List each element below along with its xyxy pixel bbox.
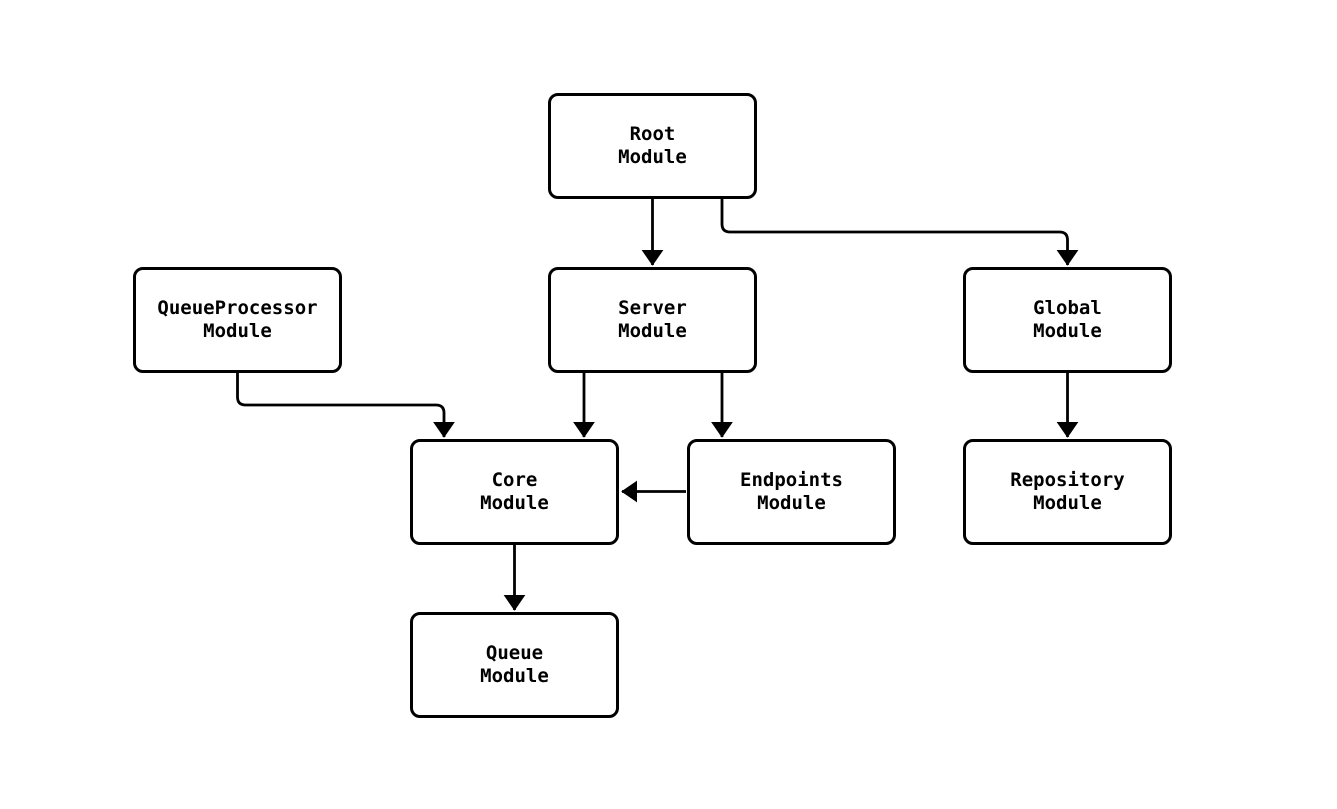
node-global-module: Global Module: [963, 267, 1172, 373]
node-queue-module: Queue Module: [410, 612, 619, 718]
edge-queueprocessor-to-core: [236, 373, 455, 438]
node-repository-module: Repository Module: [963, 439, 1172, 545]
node-root-module: Root Module: [548, 93, 757, 199]
node-queueprocessor-module: QueueProcessor Module: [133, 267, 342, 373]
node-core-module: Core Module: [410, 439, 619, 545]
node-endpoints-module: Endpoints Module: [687, 439, 896, 545]
node-server-module: Server Module: [548, 267, 757, 373]
edge-root-to-global: [720, 198, 1079, 266]
